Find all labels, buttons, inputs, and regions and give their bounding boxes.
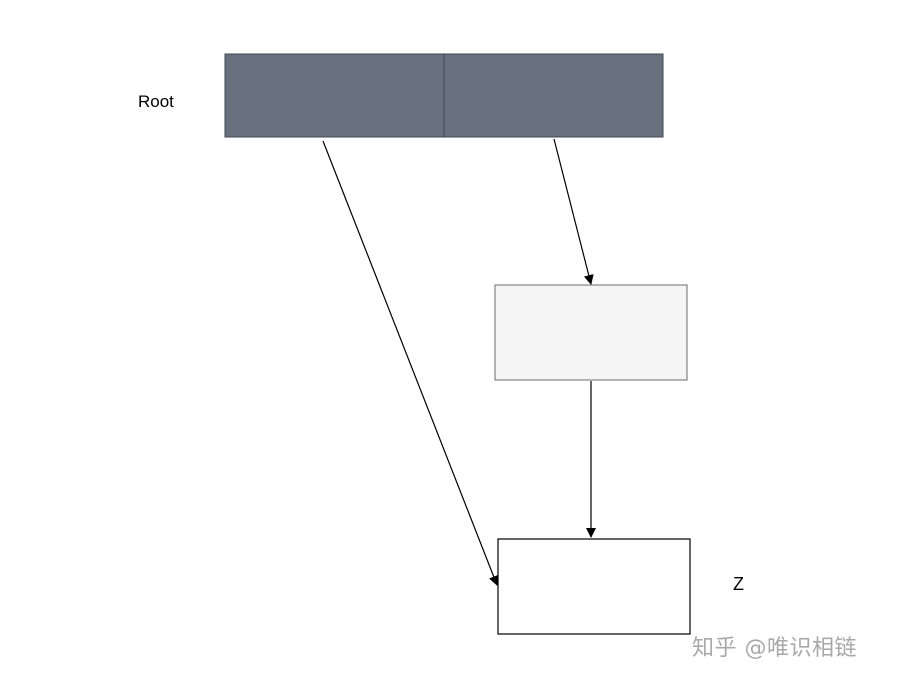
edge-root-left-to-z xyxy=(322,140,499,586)
watermark: 知乎 @唯识相链 xyxy=(692,636,857,661)
edge-root-right-to-middle xyxy=(553,138,594,285)
z-node-label: Z xyxy=(733,574,744,594)
root-label: Root xyxy=(138,92,174,111)
root-cell-right[interactable] xyxy=(443,53,664,138)
middle-node[interactable] xyxy=(494,284,688,381)
root-cell-left[interactable] xyxy=(224,53,445,138)
z-node[interactable] xyxy=(497,538,691,635)
